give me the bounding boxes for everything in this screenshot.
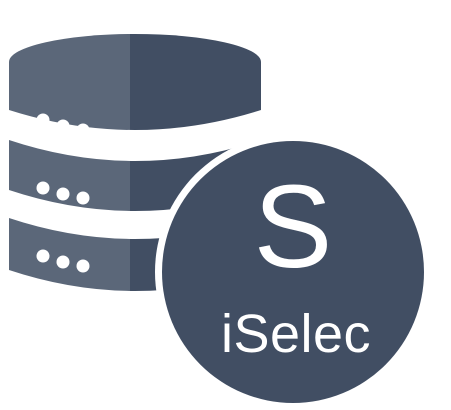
badge-letter: S bbox=[253, 161, 333, 293]
stack-tier-top bbox=[9, 62, 261, 130]
badge-circle bbox=[162, 141, 424, 403]
indicator-dots-bottom bbox=[36, 249, 90, 273]
indicator-dots-middle bbox=[36, 181, 90, 205]
indicator-dots-top bbox=[36, 113, 90, 137]
badge-wordmark: iSelec bbox=[220, 304, 372, 364]
server-stack bbox=[9, 34, 261, 291]
stack-top-cap bbox=[9, 34, 261, 90]
